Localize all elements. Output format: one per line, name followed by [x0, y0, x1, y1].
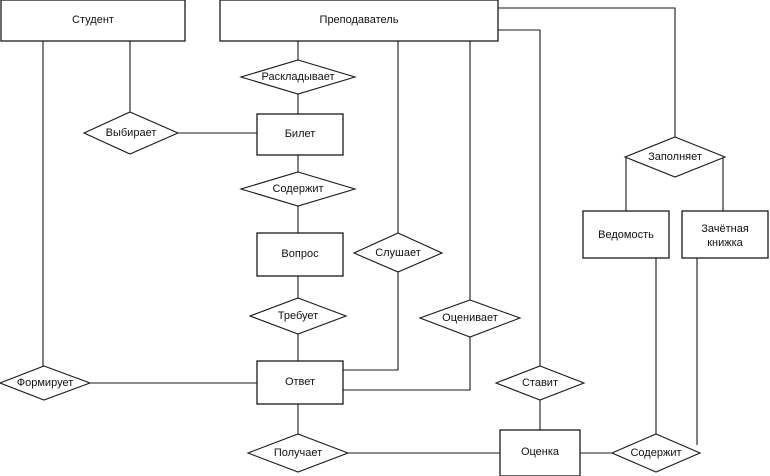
entity-label: Преподаватель [320, 14, 399, 26]
relationship-label: Оценивает [442, 312, 498, 324]
entity-answer: Ответ [256, 360, 344, 405]
relationship-label: Формирует [17, 377, 73, 389]
relationship-label: Слушает [375, 247, 421, 259]
relationship-chooses: Выбирает [82, 111, 180, 155]
relationship-listens: Слушает [352, 232, 444, 273]
line-evaluates-answer [342, 337, 471, 391]
relationship-forms: Формирует [0, 365, 92, 401]
entity-label: Студент [72, 14, 114, 26]
relationship-puts: Ставит [494, 365, 586, 401]
entity-teacher: Преподаватель [219, 0, 499, 42]
relationship-lays-out: Раскладывает [239, 59, 357, 95]
entity-grade: Оценка [499, 429, 581, 476]
relationship-contains-2: Содержит [610, 433, 702, 473]
entity-record-book: Зачётная книжка [681, 210, 769, 259]
line-listens-answer [342, 272, 399, 371]
entity-ticket: Билет [256, 113, 344, 156]
line-teacher-puts [498, 29, 541, 366]
relationship-label: Содержит [630, 447, 681, 459]
relationship-requires: Требует [248, 297, 348, 335]
entity-label-line1: Зачётная [701, 223, 749, 235]
relationship-label: Выбирает [106, 127, 157, 139]
relationship-label: Получает [274, 447, 322, 459]
entity-label: Ведомость [598, 229, 654, 241]
entity-label-line2: книжка [707, 237, 743, 249]
relationship-label: Ставит [522, 377, 558, 389]
entity-sheet: Ведомость [582, 210, 670, 259]
relationship-receives: Получает [246, 433, 350, 473]
relationship-label: Требует [278, 310, 318, 322]
relationship-evaluates: Оценивает [418, 299, 522, 338]
connector-lines [42, 7, 724, 454]
relationship-fills-in: Заполняет [623, 136, 727, 178]
relationship-label: Заполняет [648, 151, 702, 163]
entity-student: Студент [0, 0, 186, 42]
entity-label: Билет [285, 128, 316, 140]
entity-label: Ответ [285, 376, 315, 388]
relationship-label: Содержит [272, 183, 323, 195]
entity-label: Оценка [521, 446, 560, 458]
entity-label: Вопрос [281, 248, 319, 260]
relationship-contains-1: Содержит [239, 171, 357, 207]
line-teacher-fills-in [498, 7, 676, 137]
relationship-label: Раскладывает [261, 71, 334, 83]
entity-question: Вопрос [256, 232, 344, 277]
